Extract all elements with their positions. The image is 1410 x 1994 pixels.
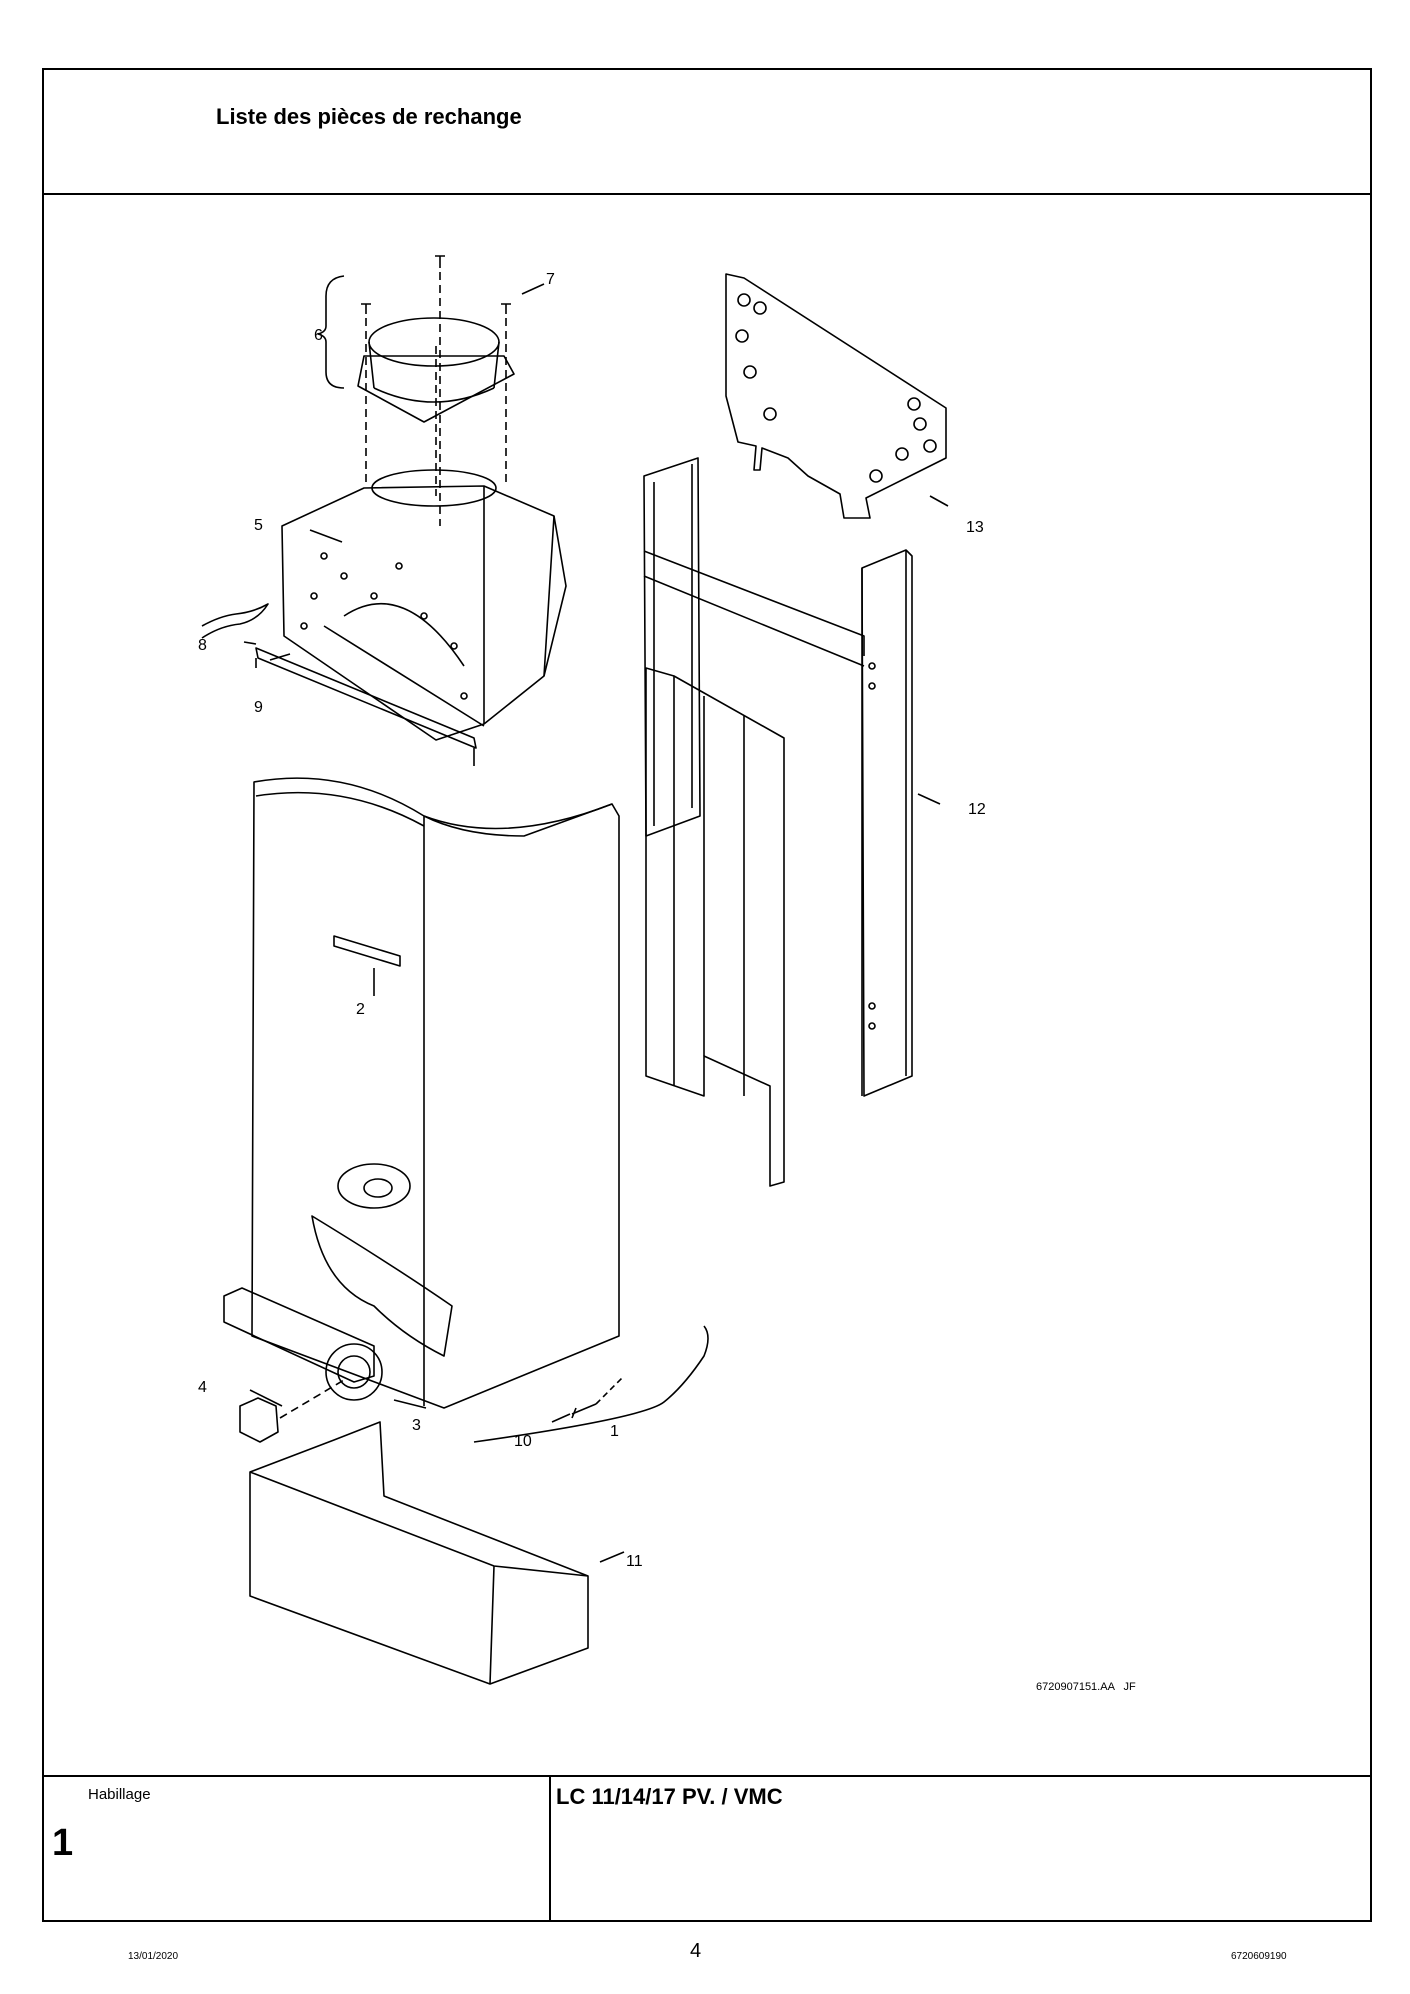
callout-10: 10: [514, 1433, 532, 1450]
page-number: 4: [690, 1940, 702, 1962]
callout-13: 13: [966, 519, 984, 536]
footer-divider: [42, 1775, 1372, 1777]
side-panel-part: [861, 549, 913, 1097]
callout-6: 6: [314, 327, 323, 344]
draught-diverter-part: [281, 469, 567, 741]
flue-collar-part: [357, 317, 515, 423]
diagram-lines: [201, 255, 949, 1685]
callout-3: 3: [412, 1417, 421, 1434]
callout-7: 7: [546, 271, 555, 288]
screws-top: [361, 255, 511, 526]
page-title: Liste des pièces de rechange: [216, 104, 522, 129]
footer-column-divider: [549, 1775, 551, 1922]
knob-part: [239, 1379, 345, 1443]
screw-part-10: [571, 1375, 625, 1419]
brace-8: [201, 603, 269, 639]
cross-bar-part: [255, 647, 477, 766]
section-name: Habillage: [88, 1786, 151, 1803]
document-code: 6720609190: [1231, 1951, 1287, 1962]
back-frame-part: [643, 457, 865, 837]
exploded-parts-diagram: 1 2 3 4 5 6 7 8 9 10 11 12 13 6720907151…: [198, 255, 1136, 1693]
front-casing-part: [251, 777, 620, 1409]
callout-1: 1: [610, 1423, 619, 1440]
callout-5: 5: [254, 517, 263, 534]
rear-chassis-part: [645, 667, 785, 1187]
mounting-plate-part: [725, 273, 947, 519]
callout-12: 12: [968, 801, 986, 818]
drawing-reference: 6720907151.AA JF: [1036, 1681, 1136, 1693]
callout-11: 11: [626, 1553, 643, 1570]
brace-6: [317, 275, 345, 389]
model-name: LC 11/14/17 PV. / VMC: [556, 1784, 783, 1809]
footer-date: 13/01/2020: [128, 1951, 179, 1962]
callout-4: 4: [198, 1379, 207, 1396]
callout-9: 9: [254, 699, 263, 716]
leader-lines: [243, 283, 949, 1563]
page-frame: [42, 68, 1372, 1922]
callout-2: 2: [356, 1001, 365, 1018]
section-number: 1: [52, 1822, 74, 1864]
brace-1: [473, 1325, 709, 1443]
callout-8: 8: [198, 637, 207, 654]
header-divider: [42, 193, 1372, 195]
bottom-cover-part: [249, 1421, 589, 1685]
control-housing-part: [223, 1287, 383, 1401]
